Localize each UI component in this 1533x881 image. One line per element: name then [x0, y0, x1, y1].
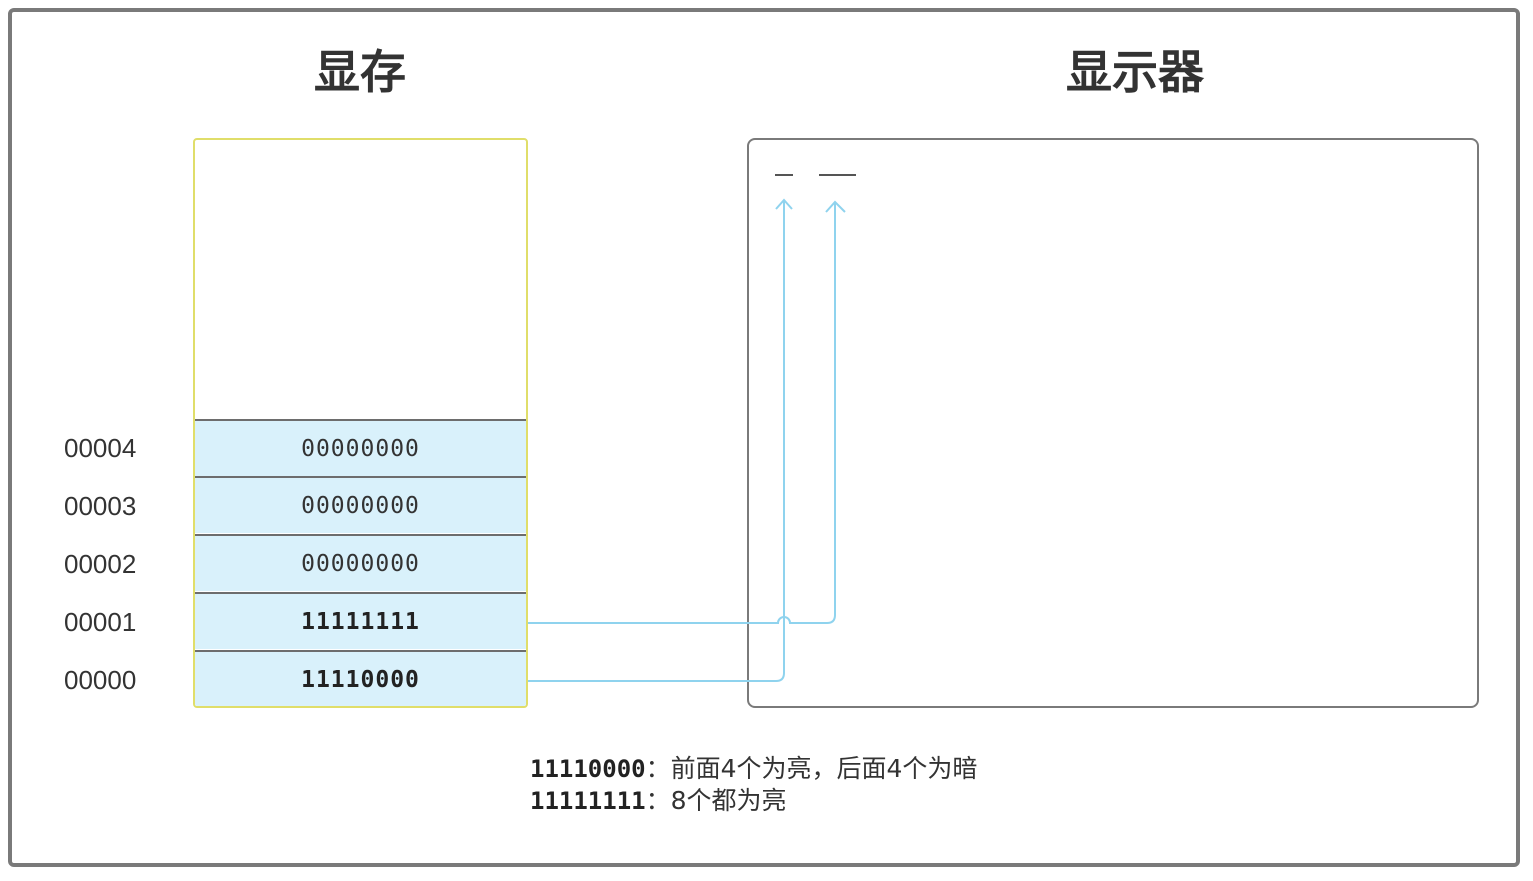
address-label-00002: 00002 — [64, 549, 137, 579]
address-label-00001: 00001 — [64, 607, 137, 637]
vram-cell-00001: 11111111 — [195, 592, 526, 649]
legend-code-2: 11111111 — [530, 787, 646, 815]
monitor-title: 显示器 — [1066, 45, 1204, 99]
diagram-frame — [8, 8, 1520, 867]
address-label-00000: 00000 — [64, 665, 137, 695]
legend-description-2: 8个都为亮 — [670, 786, 787, 815]
address-label-00004: 00004 — [64, 433, 137, 463]
vram-title: 显存 — [314, 45, 406, 99]
arrow-head-row-00001 — [825, 200, 846, 213]
vram-block: ...... 00000000 00000000 00000000 111111… — [193, 138, 528, 708]
vram-cell-00000: 11110000 — [195, 650, 526, 706]
legend-code-1: 11110000 — [530, 755, 646, 783]
legend-description-1: 前面4个为亮，后面4个为暗 — [670, 754, 978, 783]
legend-line-2: 11111111：8个都为亮 — [530, 781, 787, 817]
address-label-00003: 00003 — [64, 491, 137, 521]
legend-separator-2: ： — [645, 786, 671, 815]
vram-cell-00004: 00000000 — [195, 419, 526, 476]
monitor-screen — [747, 138, 1479, 708]
legend-line-1: 11110000：前面4个为亮，后面4个为暗 — [530, 749, 977, 785]
wire-row-00001 — [528, 203, 836, 624]
legend-separator-1: ： — [645, 754, 671, 783]
arrow-head-row-00000 — [775, 198, 793, 210]
wire-row-00000 — [528, 201, 785, 682]
vram-cell-00002: 00000000 — [195, 534, 526, 591]
vram-cell-00003: 00000000 — [195, 476, 526, 533]
